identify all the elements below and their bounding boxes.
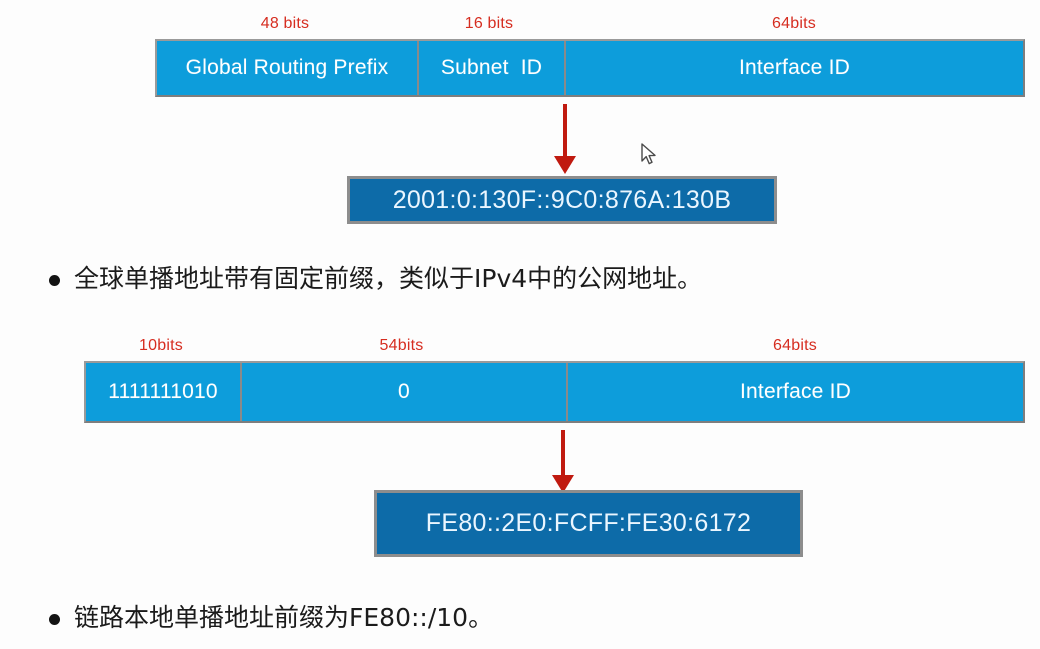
global-unicast-field-bar: Global Routing Prefix Subnet ID Interfac… [155, 39, 1025, 97]
field-zeros: 0 [240, 363, 566, 421]
bullet-dot-icon [49, 614, 60, 625]
down-arrow-global [552, 104, 578, 174]
link-local-field-bar: 1111111010 0 Interface ID [84, 361, 1025, 423]
field-interface-id-global: Interface ID [564, 41, 1023, 95]
global-unicast-address-box: 2001:0:130F::9C0:876A:130B [347, 176, 777, 224]
field-subnet-id: Subnet ID [417, 41, 564, 95]
bits-label-48: 48 bits [260, 15, 310, 32]
bits-label-54: 54bits [379, 337, 424, 354]
field-link-local-prefix-bits: 1111111010 [86, 363, 240, 421]
bits-label-64-linklocal: 64bits [773, 337, 817, 354]
bullet-link-local-text: 链路本地单播地址前缀为FE80::/10。 [74, 603, 494, 632]
field-global-routing-prefix: Global Routing Prefix [157, 41, 417, 95]
bullet-global-unicast-text: 全球单播地址带有固定前缀，类似于IPv4中的公网地址。 [74, 264, 703, 293]
bullet-link-local: 链路本地单播地址前缀为FE80::/10。 [49, 601, 493, 635]
bullet-global-unicast: 全球单播地址带有固定前缀，类似于IPv4中的公网地址。 [49, 262, 702, 296]
link-local-address-box: FE80::2E0:FCFF:FE30:6172 [374, 490, 803, 557]
bits-label-16: 16 bits [464, 15, 514, 32]
bullet-dot-icon [49, 275, 60, 286]
field-interface-id-linklocal: Interface ID [566, 363, 1023, 421]
bits-label-10: 10bits [139, 337, 183, 354]
mouse-cursor-icon [641, 143, 659, 172]
down-arrow-link-local [550, 430, 576, 500]
bits-label-64-global: 64bits [772, 15, 816, 32]
